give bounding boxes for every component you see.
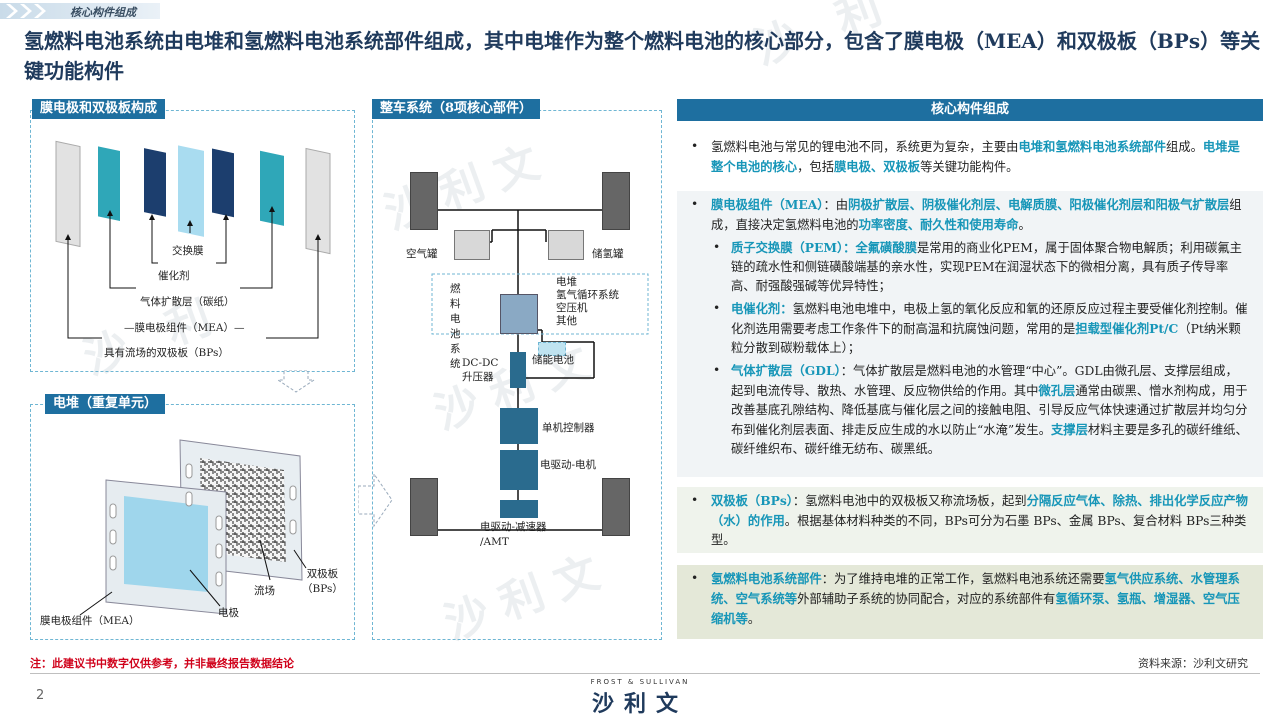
catalyst-item: •电催化剂：氢燃料电池电堆中，电极上氢的氧化反应和氧的还原反应过程主要受催化剂控… bbox=[713, 301, 1248, 355]
section-mea: • 膜电极组件（MEA）：由阴极扩散层、阴极催化剂层、电解质膜、阳极催化剂层和阳… bbox=[677, 191, 1263, 477]
dcdc-block bbox=[510, 352, 526, 388]
h2-tank-label: 储氢罐 bbox=[592, 248, 624, 260]
fc-components-label: 电堆 氢气循环系统 空压机 其他 bbox=[556, 276, 619, 327]
bps-stack-label: 双极板 （BPs） bbox=[302, 568, 343, 595]
core-components-panel: 核心构件组成 • 氢燃料电池与常见的锂电池不同，系统更为复杂，主要由电堆和氢燃料… bbox=[677, 99, 1263, 639]
company-logo: FROST & SULLIVAN 沙利文 bbox=[560, 678, 720, 718]
reducer-block bbox=[500, 500, 538, 518]
logo-cn: 沙利文 bbox=[591, 691, 688, 717]
flow-field-label: 流场 bbox=[254, 585, 275, 597]
mea-stack-label: 膜电极组件（MEA） bbox=[40, 615, 140, 627]
catalyst-label: 催化剂 bbox=[158, 270, 190, 282]
footer-divider bbox=[30, 673, 1260, 674]
pem-label: 交换膜 bbox=[172, 245, 204, 257]
core-components-title: 核心构件组成 bbox=[677, 99, 1263, 121]
source-note: 资料来源：沙利文研究 bbox=[1138, 657, 1248, 670]
chevron-arrows-icon bbox=[6, 4, 46, 18]
reducer-label: 电驱动-减速器 /AMT bbox=[480, 521, 547, 548]
footnote: 注：此建议书中数字仅供参考，并非最终报告数据结论 bbox=[30, 657, 294, 670]
motor-label: 电驱动-电机 bbox=[540, 459, 597, 471]
electrode-label: 电极 bbox=[218, 607, 239, 619]
rear-right-wheel bbox=[602, 478, 630, 536]
bullet-icon: • bbox=[691, 197, 699, 211]
section-overview: • 氢燃料电池与常见的锂电池不同，系统更为复杂，主要由电堆和氢燃料电池系统部件组… bbox=[677, 133, 1263, 181]
mea-label: —膜电极组件（MEA）— bbox=[124, 322, 245, 334]
air-tank-label: 空气罐 bbox=[406, 248, 438, 260]
motor-block bbox=[500, 450, 538, 490]
down-arrow-icon bbox=[276, 370, 316, 393]
vehicle-system-panel-title: 整车系统（8项核心部件） bbox=[372, 99, 541, 119]
front-left-wheel bbox=[410, 172, 438, 230]
section-header: 核心构件组成 bbox=[0, 0, 1284, 22]
stack-panel bbox=[30, 404, 355, 640]
controller-block bbox=[500, 408, 538, 444]
h2-tank bbox=[548, 230, 584, 260]
section-system-parts: • 氢燃料电池系统部件：为了维持电堆的正常工作，氢燃料电池系统还需要氢气供应系统… bbox=[677, 565, 1263, 639]
mea-bps-panel bbox=[30, 110, 355, 372]
mea-layers-diagram bbox=[55, 140, 331, 339]
bullet-icon: • bbox=[691, 493, 699, 507]
fc-system-label: 燃料电池系统 bbox=[450, 283, 461, 370]
air-tank bbox=[454, 230, 490, 260]
page-number: 2 bbox=[36, 688, 45, 703]
dcdc-label: DC-DC 升压器 bbox=[462, 357, 499, 383]
section-bps: • 双极板（BPs）：氢燃料电池中的双极板又称流场板，起到分隔反应气体、除热、排… bbox=[677, 487, 1263, 553]
gdl-item: •气体扩散层（GDL）：气体扩散层是燃料电池的水管理“中心”。GDL由微孔层、支… bbox=[713, 363, 1248, 456]
front-right-wheel bbox=[602, 172, 630, 230]
rear-left-wheel bbox=[410, 478, 438, 536]
controller-label: 单机控制器 bbox=[542, 422, 595, 434]
page-title: 氢燃料电池系统由电堆和氢燃料电池系统部件组成，其中电堆作为整个燃料电池的核心部分… bbox=[24, 29, 1261, 83]
battery-block bbox=[538, 342, 566, 356]
bullet-icon: • bbox=[691, 139, 699, 153]
mea-bps-panel-title: 膜电极和双极板构成 bbox=[32, 99, 166, 119]
fc-stack-block bbox=[500, 294, 538, 334]
pem-item: •质子交换膜（PEM）：全氟磺酸膜是常用的商业化PEM，属于固体聚合物电解质；利… bbox=[713, 240, 1242, 293]
gdl-label: 气体扩散层（碳纸） bbox=[140, 296, 235, 308]
stack-unit-diagram bbox=[79, 439, 307, 616]
battery-label: 储能电池 bbox=[532, 354, 574, 366]
bullet-icon: • bbox=[691, 571, 699, 585]
right-arrow-icon bbox=[358, 472, 393, 528]
logo-en: FROST & SULLIVAN bbox=[590, 678, 690, 686]
section-tab-label: 核心构件组成 bbox=[70, 6, 136, 19]
bps-label: 具有流场的双极板（BPs） bbox=[104, 347, 229, 359]
stack-panel-title: 电堆（重复单元） bbox=[45, 394, 166, 414]
